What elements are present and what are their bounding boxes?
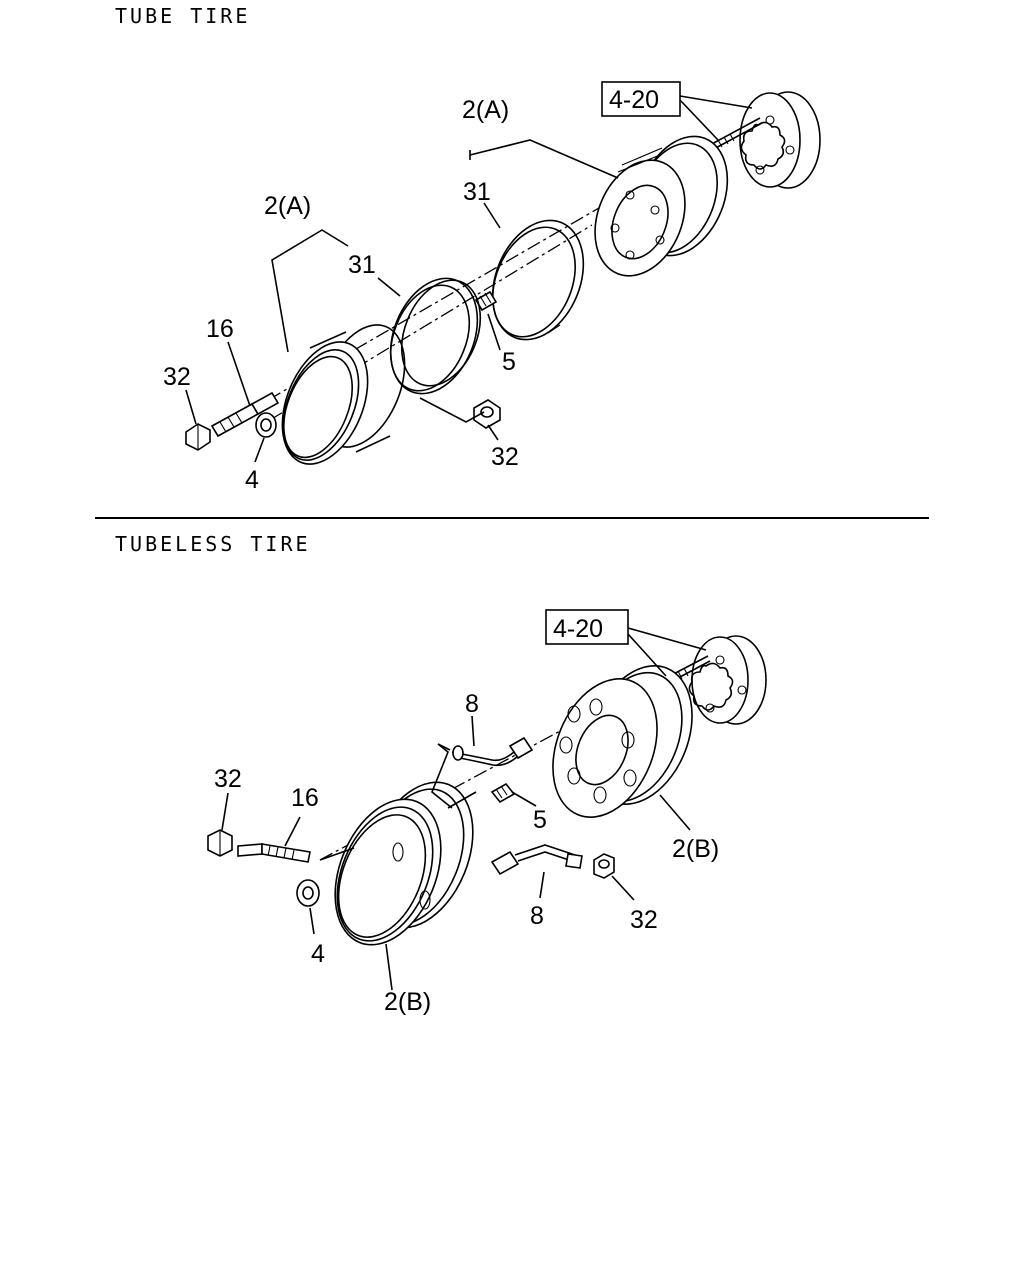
callout-32-upper-left: 32 — [163, 363, 191, 391]
callout-31-rear: 31 — [463, 178, 491, 206]
nut-32-upper-left — [185, 423, 211, 451]
nut-32-lower-left — [207, 829, 233, 857]
reference-label-4-20-upper: 4-20 — [609, 86, 659, 114]
valve-5-lower — [490, 782, 516, 804]
callout-4-lower: 4 — [311, 940, 325, 968]
callout-2a-front: 2(A) — [264, 192, 311, 220]
wheel-2a-front — [281, 324, 406, 465]
reference-box-4-20-upper — [601, 81, 681, 117]
callout-5-lower: 5 — [533, 806, 547, 834]
callout-5-upper: 5 — [502, 348, 516, 376]
callout-4-upper: 4 — [245, 466, 259, 494]
callout-31-front: 31 — [348, 251, 376, 279]
wheel-2b-rear — [552, 665, 693, 818]
section-title-tubeless-tire: TUBELESS TIRE — [115, 532, 311, 556]
hub-drum-upper — [739, 91, 821, 189]
reference-box-4-20-lower — [545, 609, 629, 645]
side-ring-31-rear — [491, 219, 585, 341]
nut-32-lower-right — [593, 853, 615, 879]
callout-2b-front: 2(B) — [384, 988, 431, 1016]
bolt-16-upper — [210, 391, 280, 438]
callout-32-lower-left: 32 — [214, 765, 242, 793]
wheel-2b-front — [334, 781, 474, 946]
callout-8-bottom: 8 — [530, 902, 544, 930]
callout-32-lower-right: 32 — [630, 906, 658, 934]
washer-nut-4-upper — [255, 412, 277, 438]
reference-label-4-20-lower: 4-20 — [553, 615, 603, 643]
washer-nut-4-lower — [296, 879, 320, 907]
bolt-16-lower — [237, 843, 311, 863]
section-title-tube-tire: TUBE TIRE — [115, 4, 251, 28]
callout-8-top: 8 — [465, 690, 479, 718]
leader-lines-upper — [185, 95, 753, 463]
leader-lines-lower — [221, 627, 707, 991]
wheel-2a-rear — [594, 135, 729, 277]
nut-32-upper-right — [473, 399, 501, 429]
callout-32-upper-right: 32 — [491, 443, 519, 471]
hub-stud-upper — [709, 117, 763, 151]
callout-2b-rear: 2(B) — [672, 835, 719, 863]
hub-drum-lower — [688, 635, 767, 725]
callout-16-upper: 16 — [206, 315, 234, 343]
callout-2a-rear: 2(A) — [462, 96, 509, 124]
side-ring-31-front — [389, 277, 482, 395]
valve-extension-8-top — [437, 736, 534, 767]
valve-extension-8-bottom — [490, 844, 583, 876]
callout-16-lower: 16 — [291, 784, 319, 812]
